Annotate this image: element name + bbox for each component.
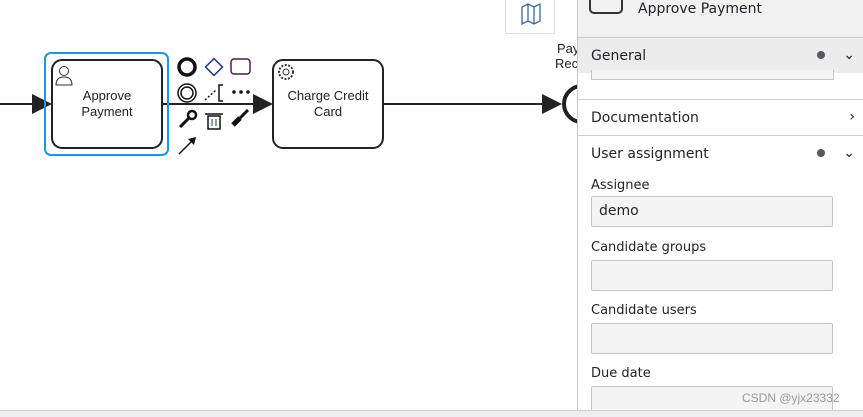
selection-outline [44,52,169,156]
task-label-line2: Payment [81,104,133,119]
assignee-input[interactable]: demo [591,196,833,227]
end-event-label-line2: Rec [555,56,577,71]
chevron-down-icon: ⌄ [843,47,855,63]
map-icon [521,2,541,26]
task-label-line1: Approve [83,88,131,103]
end-event-label-line1: Pay [557,41,577,56]
connect-arrow-icon[interactable] [178,137,196,155]
candidate-groups-label: Candidate groups [591,240,707,255]
section-documentation[interactable]: Documentation › [578,99,863,135]
element-name: Approve Payment [638,1,763,17]
paintbrush-icon[interactable] [231,108,250,127]
assignee-label: Assignee [591,178,650,193]
bpmn-canvas[interactable]: Approve Payment Charge Credit Card Pay R… [0,0,602,410]
text-annotation-icon[interactable] [204,84,223,102]
section-general[interactable]: General ⌄ [578,37,863,73]
section-title: Documentation [591,109,699,126]
candidate-users-label: Candidate users [591,303,697,318]
candidate-groups-input[interactable] [591,260,833,291]
wrench-icon[interactable] [178,109,198,129]
task-approve-payment[interactable]: Approve Payment [51,59,163,149]
append-gateway-icon[interactable] [204,57,224,77]
section-title: General [591,47,647,64]
user-icon [55,66,73,86]
section-title: User assignment [591,145,709,162]
section-user-assignment[interactable]: User assignment ⌄ [578,135,863,171]
user-task-icon [589,0,623,14]
append-end-event-icon[interactable] [177,57,197,77]
end-event[interactable] [562,84,602,124]
candidate-users-input[interactable] [591,323,833,354]
context-pad [177,57,251,155]
has-entries-indicator [817,51,826,59]
trash-icon[interactable] [205,113,223,130]
append-task-icon[interactable] [230,58,251,75]
task-charge-credit-card[interactable]: Charge Credit Card [272,59,384,149]
panel-header: Approve Payment [578,0,863,37]
bottom-bar [0,410,863,417]
task-label-line1: Charge Credit [288,88,369,103]
more-options-icon[interactable] [232,90,250,94]
append-intermediate-event-icon[interactable] [177,83,197,103]
watermark: CSDN @yjx23332 [742,391,840,405]
chevron-down-icon: ⌄ [843,145,855,161]
hidden-input-partial [591,70,834,80]
task-label-line2: Card [314,104,342,119]
due-date-label: Due date [591,366,651,381]
minimap-toggle-button[interactable] [505,0,555,34]
chevron-right-icon: › [849,109,855,125]
has-entries-indicator [817,149,826,157]
properties-panel: Approve Payment General ⌄ Documentation … [577,0,863,417]
gear-icon [278,64,294,80]
